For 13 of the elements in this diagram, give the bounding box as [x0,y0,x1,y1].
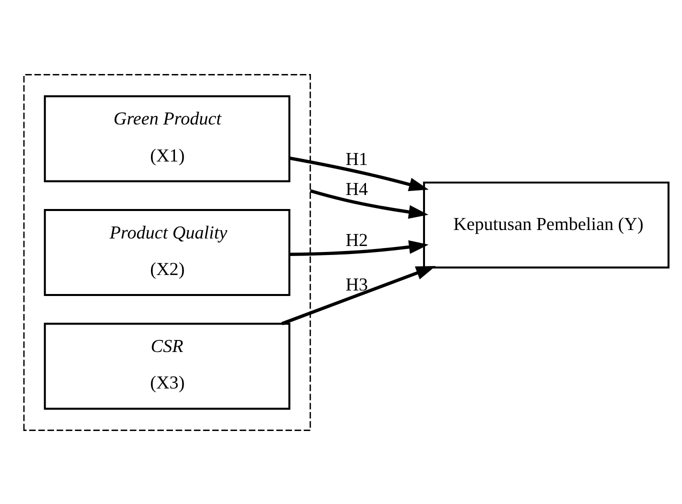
node-box: Product Quality (X2) [44,208,290,296]
node-box: CSR (X3) [44,322,290,410]
arrow [281,266,436,325]
edge-label: H1 [346,148,368,169]
node-box: Keputusan Pembelian (Y) [423,181,670,268]
arrow [289,156,429,191]
edge-label: H4 [346,178,368,199]
cluster [23,74,311,430]
edge-label: H2 [346,230,368,250]
node-box: Green Product (X1) [44,94,290,182]
arrow [310,188,428,218]
edge-label: H3 [346,274,368,294]
arrow [290,240,429,256]
